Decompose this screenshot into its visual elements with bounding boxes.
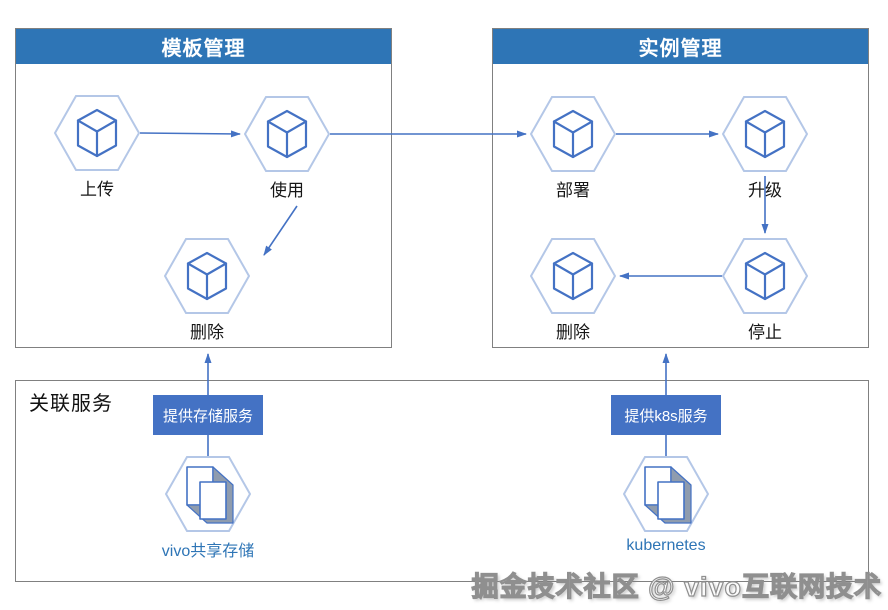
- node-stop: 停止: [722, 237, 808, 342]
- panel-template-management-title: 模板管理: [16, 29, 391, 64]
- cube-hexagon-icon: [722, 95, 808, 173]
- cube-hexagon-icon: [244, 95, 330, 173]
- document-hexagon-icon: [165, 455, 251, 533]
- cube-hexagon-icon: [530, 95, 616, 173]
- cube-hexagon-icon: [722, 237, 808, 315]
- node-deploy-label: 部署: [556, 181, 590, 200]
- node-upload-label: 上传: [80, 180, 114, 199]
- node-upload: 上传: [54, 94, 140, 199]
- node-template-delete: 删除: [164, 237, 250, 342]
- node-instance-delete: 删除: [530, 237, 616, 342]
- node-kubernetes-label: kubernetes: [626, 537, 706, 554]
- node-use-label: 使用: [270, 181, 304, 200]
- storage-service-tag: 提供存储服务: [153, 395, 263, 435]
- document-hexagon-icon: [623, 455, 709, 533]
- node-upgrade: 升级: [722, 95, 808, 200]
- node-stop-label: 停止: [748, 323, 782, 342]
- cube-hexagon-icon: [54, 94, 140, 172]
- node-vivo-storage-label: vivo共享存储: [161, 543, 255, 560]
- cube-hexagon-icon: [530, 237, 616, 315]
- cube-hexagon-icon: [164, 237, 250, 315]
- panel-instance-management-title: 实例管理: [493, 29, 868, 64]
- node-template-delete-label: 删除: [190, 323, 224, 342]
- watermark: 掘金技术社区 @ vivo互联网技术: [471, 571, 882, 602]
- node-kubernetes: kubernetes: [623, 455, 709, 554]
- related-services-title: 关联服务: [29, 393, 113, 415]
- related-services-section: 关联服务: [15, 380, 869, 582]
- node-deploy: 部署: [530, 95, 616, 200]
- node-upgrade-label: 升级: [748, 181, 782, 200]
- k8s-service-tag: 提供k8s服务: [611, 395, 721, 435]
- node-vivo-storage: vivo共享存储: [162, 455, 254, 560]
- node-use: 使用: [244, 95, 330, 200]
- node-instance-delete-label: 删除: [556, 323, 590, 342]
